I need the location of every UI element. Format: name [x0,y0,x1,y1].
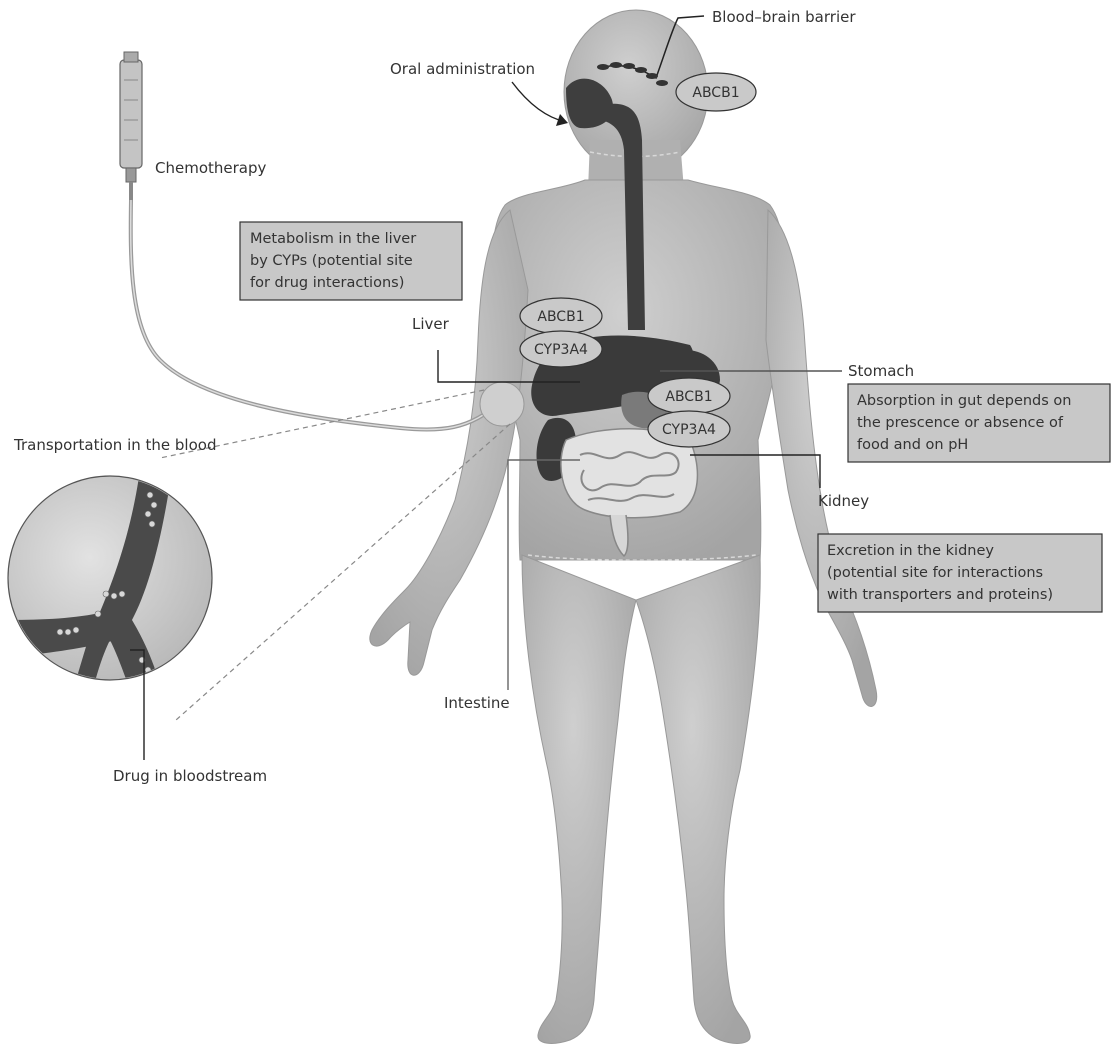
callout-gut-absorption: Absorption in gut depends on the prescen… [848,384,1110,462]
svg-text:Absorption in gut depends on: Absorption in gut depends on [857,393,1071,409]
svg-text:Excretion in the kidney: Excretion in the kidney [827,543,994,559]
pill-liver-abcb1: ABCB1 [520,298,602,334]
svg-text:ABCB1: ABCB1 [692,85,739,101]
injection-site-circle [480,382,524,426]
pill-gut-abcb1: ABCB1 [648,378,730,414]
svg-text:(potential site for interactio: (potential site for interactions [827,565,1043,581]
svg-text:with transporters and proteins: with transporters and proteins) [827,587,1053,603]
svg-text:CYP3A4: CYP3A4 [534,342,588,358]
label-kidney: Kidney [818,492,869,510]
svg-text:for drug interactions): for drug interactions) [250,275,404,291]
label-blood-brain-barrier: Blood–brain barrier [712,8,856,26]
svg-text:Metabolism in the liver: Metabolism in the liver [250,231,416,247]
pill-gut-cyp3a4: CYP3A4 [648,411,730,447]
pill-liver-cyp3a4: CYP3A4 [520,331,602,367]
callout-liver-metabolism: Metabolism in the liver by CYPs (potenti… [240,222,462,300]
label-transportation: Transportation in the blood [13,436,216,454]
svg-text:CYP3A4: CYP3A4 [662,422,716,438]
svg-text:ABCB1: ABCB1 [665,389,712,405]
label-drug-in-bloodstream: Drug in bloodstream [113,767,267,785]
svg-text:ABCB1: ABCB1 [537,309,584,325]
callout-kidney-excretion: Excretion in the kidney (potential site … [818,534,1102,612]
blood-vessel-magnification [0,470,212,720]
svg-text:food and on pH: food and on pH [857,437,968,453]
pill-brain-abcb1: ABCB1 [676,73,756,111]
label-stomach: Stomach [848,362,914,380]
label-chemotherapy: Chemotherapy [155,159,266,177]
svg-text:the prescence or absence of: the prescence or absence of [857,415,1064,431]
iv-syringe-icon [120,52,142,200]
label-liver: Liver [412,315,450,333]
svg-text:by CYPs (potential site: by CYPs (potential site [250,253,413,269]
label-intestine: Intestine [444,694,510,712]
label-oral-administration: Oral administration [390,60,535,78]
